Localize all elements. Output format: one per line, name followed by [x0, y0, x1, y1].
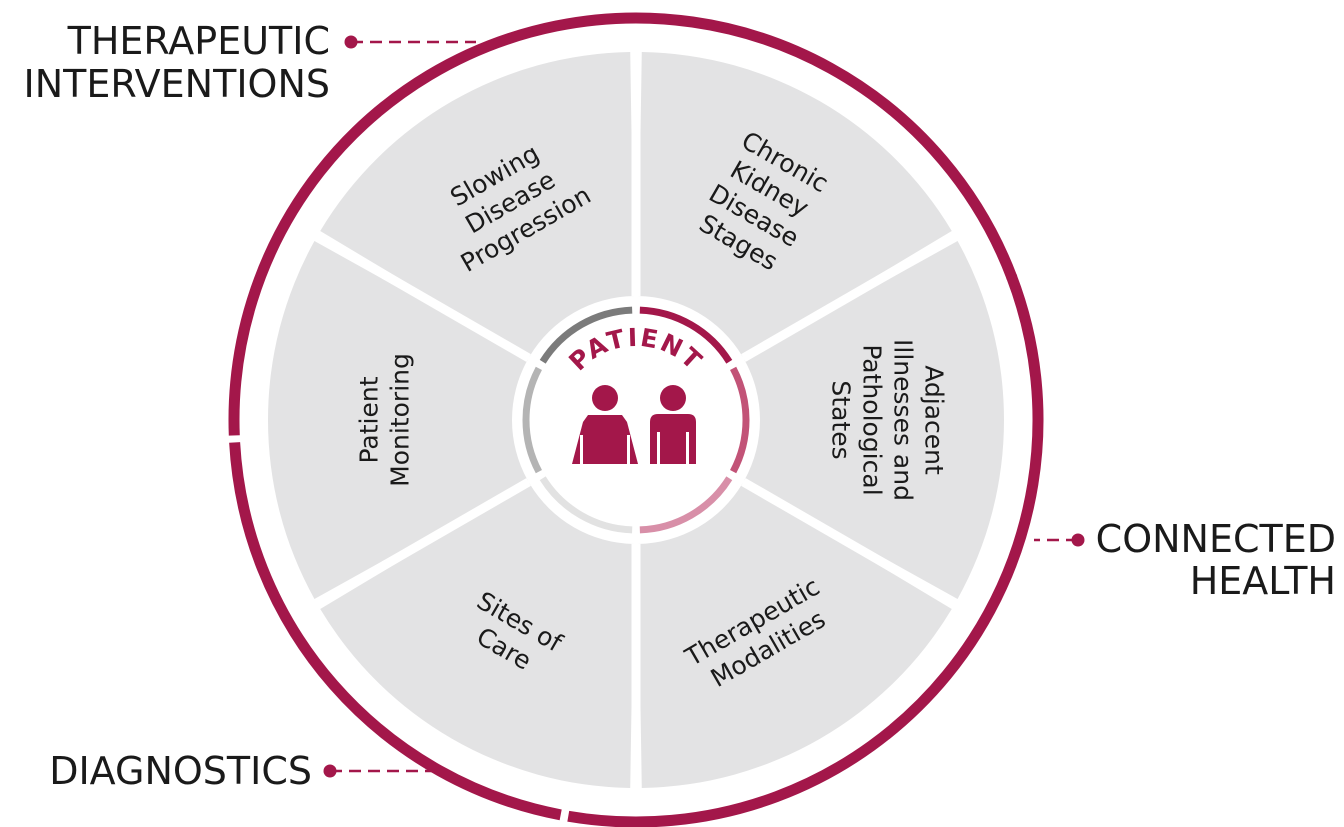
therapeutic-connector-dot: [344, 35, 358, 49]
segment-label-line: Adjacent: [920, 365, 949, 475]
center-ring-arc: [639, 476, 733, 534]
center-ring-arc: [639, 306, 733, 364]
outer-ring-arc-connected-health: [567, 273, 1044, 827]
segment-divider: [741, 231, 959, 362]
segment-slowing-disease-progression: [320, 52, 635, 357]
center-hub: PATIENT: [516, 300, 756, 540]
external-label-line: HEALTH: [1190, 559, 1336, 603]
center-ring-arc: [539, 306, 633, 364]
segment-divider: [741, 478, 959, 609]
external-label-line: THERAPEUTIC: [67, 19, 330, 63]
outer-ring-arc-diagnostics: [229, 442, 562, 821]
diagnostics-connector-dot: [323, 764, 337, 778]
segment-divider: [313, 478, 531, 609]
external-label-line: CONNECTED: [1096, 517, 1336, 561]
segment-therapeutic-modalities: [637, 483, 952, 788]
label-connectors: [323, 35, 1085, 778]
two-people-icon: [572, 385, 696, 465]
center-ring-arc: [730, 366, 750, 474]
external-label-line: DIAGNOSTICS: [49, 749, 312, 793]
segment-wheel: ChronicKidneyDiseaseStagesAdjacentIllnes…: [267, 50, 1005, 790]
segment-label-line: Illnesses and: [889, 339, 918, 501]
external-label-line: INTERVENTIONS: [24, 62, 331, 106]
segment-sites-of-care: [320, 483, 635, 788]
segment-divider: [313, 231, 531, 362]
segment-chronic-kidney-disease-stages: [637, 52, 952, 357]
outer-ring: [228, 12, 1044, 827]
connected-connector-dot: [1071, 533, 1085, 547]
segment-patient-monitoring: [267, 241, 528, 599]
outer-ring-arc-therapeutic-interventions: [228, 12, 1018, 436]
segment-label-line: Monitoring: [386, 353, 415, 487]
segment-label-line: Pathological: [858, 344, 887, 495]
center-ring-arc: [539, 476, 633, 534]
segment-label-line: Patient: [355, 376, 384, 463]
external-label-diagnostics: DIAGNOSTICS: [49, 749, 312, 793]
segment-label-line: States: [827, 380, 856, 459]
center-ring-arc: [522, 366, 542, 474]
center-disc: [536, 320, 736, 520]
segment-adjacent-illnesses: [744, 241, 1005, 599]
